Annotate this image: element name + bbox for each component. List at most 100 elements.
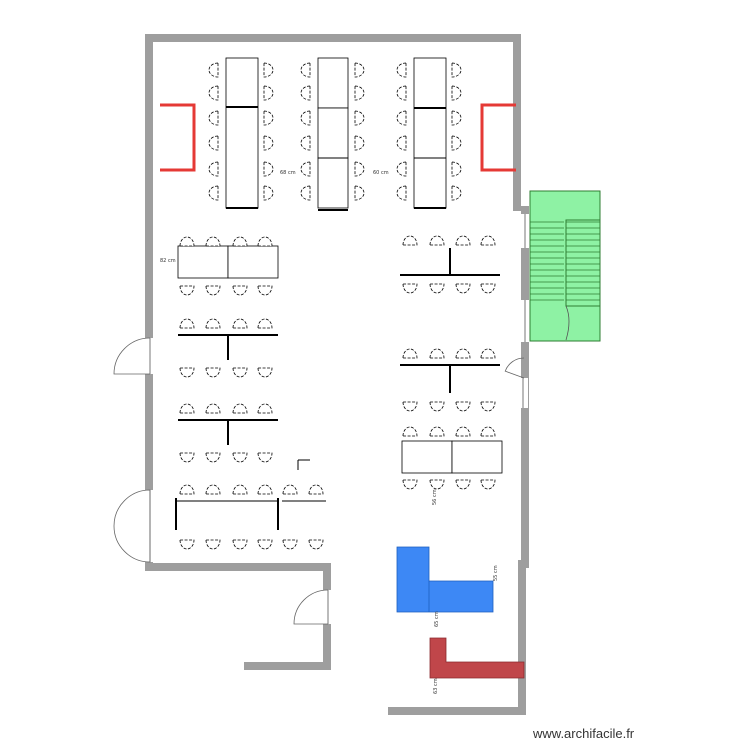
chair-icon	[402, 283, 418, 294]
dimension-label-65: 65 cm	[434, 611, 440, 627]
chair-icon	[451, 85, 462, 101]
chair-icon	[205, 236, 221, 247]
red-frame-left	[160, 103, 196, 172]
chair-icon	[429, 401, 445, 412]
chair-icon	[179, 236, 195, 247]
chair-icon	[451, 110, 462, 126]
chair-icon	[480, 235, 496, 246]
dimension-label-60: 60 cm	[373, 170, 389, 176]
dimension-label-63: 63 cm	[433, 678, 439, 694]
table	[413, 57, 447, 209]
chair-icon	[205, 367, 221, 378]
chair-icon	[232, 403, 248, 414]
chair-icon	[300, 110, 311, 126]
wall-segment	[145, 34, 521, 42]
staircase-flight	[565, 219, 601, 307]
chair-icon	[232, 367, 248, 378]
door-icon	[113, 337, 151, 375]
chair-icon	[232, 285, 248, 296]
chair-icon	[205, 285, 221, 296]
chair-icon	[451, 62, 462, 78]
wall-segment	[145, 34, 153, 571]
chair-icon	[480, 283, 496, 294]
chair-icon	[179, 318, 195, 329]
chair-icon	[402, 426, 418, 437]
chair-icon	[263, 135, 274, 151]
chair-icon	[257, 318, 273, 329]
doors	[113, 337, 525, 625]
chair-icon	[179, 367, 195, 378]
dimension-label-55: 55 cm	[493, 565, 499, 581]
chair-icon	[480, 479, 496, 490]
tables	[175, 57, 503, 530]
chair-icon	[451, 161, 462, 177]
chair-icon	[263, 110, 274, 126]
chair-icon	[205, 403, 221, 414]
wall-segment	[388, 707, 526, 715]
door-icon	[293, 589, 329, 625]
dimension-label-68: 68 cm	[280, 170, 296, 176]
chair-icon	[257, 236, 273, 247]
chair-icon	[300, 185, 311, 201]
chair-icon	[263, 161, 274, 177]
chair-icon	[480, 426, 496, 437]
chair-icon	[455, 235, 471, 246]
staircase-icon	[529, 190, 601, 342]
chair-icon	[232, 452, 248, 463]
chair-icon	[179, 403, 195, 414]
dimension-labels: 68 cm 60 cm 82 cm 56 cm 55 cm 65 cm 63 c…	[160, 170, 499, 694]
chair-icon	[205, 484, 221, 495]
chair-icon	[396, 110, 407, 126]
chair-icon	[402, 479, 418, 490]
chair-icon	[396, 62, 407, 78]
chair-icon	[232, 236, 248, 247]
red-counter	[429, 637, 525, 679]
chair-icon	[429, 283, 445, 294]
chair-icon	[455, 426, 471, 437]
chair-icon	[257, 539, 273, 550]
colored-blocks	[396, 546, 525, 679]
chair-icon	[480, 401, 496, 412]
watermark: www.archifacile.fr	[533, 726, 635, 741]
chairs	[179, 62, 496, 550]
table	[317, 157, 349, 209]
chair-icon	[354, 135, 365, 151]
chair-icon	[300, 161, 311, 177]
red-frame-right	[480, 103, 516, 172]
dimension-label-56: 56 cm	[432, 489, 438, 505]
chair-icon	[282, 539, 298, 550]
chair-icon	[282, 484, 298, 495]
chair-icon	[396, 161, 407, 177]
chair-icon	[179, 539, 195, 550]
chair-icon	[205, 539, 221, 550]
chair-icon	[354, 185, 365, 201]
door-icon	[113, 525, 151, 563]
wall-segment	[513, 34, 521, 211]
chair-icon	[257, 484, 273, 495]
chair-icon	[455, 479, 471, 490]
chair-icon	[429, 235, 445, 246]
chair-icon	[257, 403, 273, 414]
chair-icon	[300, 135, 311, 151]
chair-icon	[480, 348, 496, 359]
chair-icon	[429, 426, 445, 437]
blue-workstation	[396, 546, 494, 613]
chair-icon	[396, 185, 407, 201]
chair-icon	[205, 318, 221, 329]
chair-icon	[455, 348, 471, 359]
chair-icon	[263, 62, 274, 78]
chair-icon	[179, 285, 195, 296]
chair-icon	[354, 161, 365, 177]
chair-icon	[208, 110, 219, 126]
chair-icon	[179, 484, 195, 495]
chair-icon	[354, 110, 365, 126]
chair-icon	[208, 161, 219, 177]
chair-icon	[208, 62, 219, 78]
wall-segment	[244, 662, 331, 670]
chair-icon	[402, 348, 418, 359]
wall-segment	[518, 560, 526, 715]
chair-icon	[451, 135, 462, 151]
chair-icon	[232, 539, 248, 550]
chair-icon	[354, 62, 365, 78]
stair-landing-arc	[565, 305, 570, 341]
